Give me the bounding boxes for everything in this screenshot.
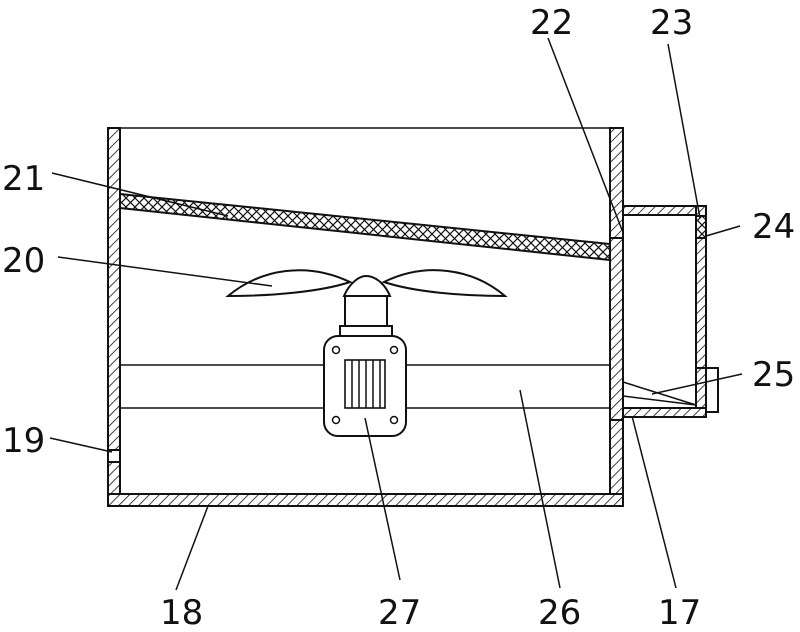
box-bottom-plate	[107, 493, 624, 507]
box-left-wall	[107, 127, 121, 501]
label-20: 20	[2, 241, 45, 281]
box-right-wall	[609, 127, 624, 501]
label-24: 24	[752, 207, 795, 247]
label-17: 17	[658, 593, 701, 632]
label-25: 25	[752, 355, 795, 395]
inclined-screen	[119, 192, 611, 262]
label-19: 19	[2, 421, 45, 461]
label-26: 26	[538, 593, 581, 632]
motor	[323, 295, 407, 437]
label-21: 21	[2, 159, 45, 199]
outlet-valve	[622, 367, 719, 413]
label-27: 27	[378, 593, 421, 632]
label-18: 18	[160, 593, 203, 632]
label-23: 23	[650, 3, 693, 43]
fan-blades	[225, 269, 508, 298]
label-22: 22	[530, 3, 573, 43]
leader-lines	[49, 37, 743, 591]
outlet-housing	[622, 205, 707, 418]
